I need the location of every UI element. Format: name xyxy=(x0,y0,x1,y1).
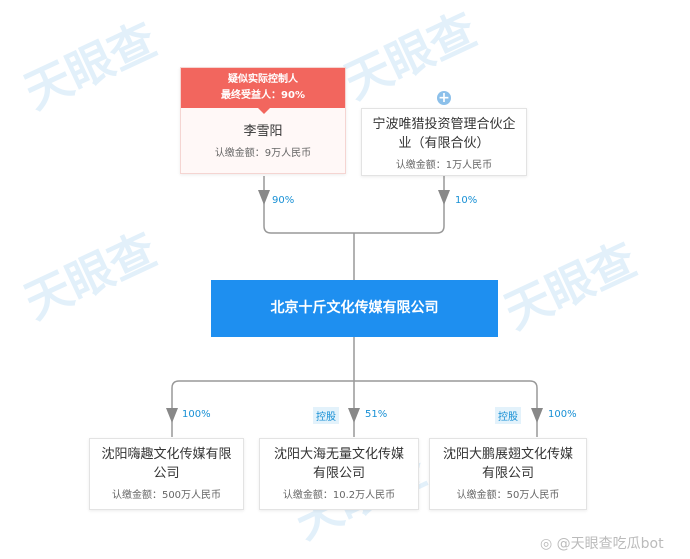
subsidiary-amount: 认缴金额：50万人民币 xyxy=(456,490,560,501)
shareholder-card[interactable]: 疑似实际控制人 最终受益人：90% 李雪阳 认缴金额：9万人民币 xyxy=(180,67,346,174)
shareholder-card[interactable]: 宁波唯猎投资管理合伙企业（有限合伙） 认缴金额：1万人民币 xyxy=(361,108,527,176)
subsidiary-amount: 认缴金额：500万人民币 xyxy=(111,490,222,501)
subsidiary-name[interactable]: 沈阳大鹏展翅文化传媒有限公司 xyxy=(442,447,573,481)
share-percent: 90% xyxy=(272,195,295,206)
shareholder-amount: 认缴金额：9万人民币 xyxy=(214,148,312,159)
subsidiary-amount: 认缴金额：10.2万人民币 xyxy=(282,490,396,501)
subsidiary-card[interactable]: 沈阳大海无量文化传媒有限公司 认缴金额：10.2万人民币 xyxy=(259,438,419,510)
subsidiary-card[interactable]: 沈阳大鹏展翅文化传媒有限公司 认缴金额：50万人民币 xyxy=(429,438,587,510)
share-percent: 51% xyxy=(365,409,388,420)
subsidiary-name[interactable]: 沈阳大海无量文化传媒有限公司 xyxy=(273,447,404,481)
holding-badge: 控股 xyxy=(495,407,521,424)
shareholder-name[interactable]: 宁波唯猎投资管理合伙企业（有限合伙） xyxy=(372,117,516,151)
shareholder-amount: 认缴金额：1万人民币 xyxy=(395,160,493,171)
share-percent: 100% xyxy=(182,409,211,420)
shareholder-name[interactable]: 李雪阳 xyxy=(243,124,283,139)
share-percent: 10% xyxy=(455,195,478,206)
subsidiary-card[interactable]: 沈阳嗨趣文化传媒有限公司 认缴金额：500万人民币 xyxy=(89,438,244,510)
holding-badge: 控股 xyxy=(313,407,339,424)
company-node[interactable]: 北京十斤文化传媒有限公司 xyxy=(211,280,498,337)
expand-plus-icon[interactable]: + xyxy=(437,90,451,106)
weibo-credit: ◎ @天眼查吃瓜bot xyxy=(540,536,664,552)
weibo-icon: ◎ xyxy=(540,536,557,552)
controller-tag: 疑似实际控制人 最终受益人：90% xyxy=(181,68,345,114)
share-percent: 100% xyxy=(548,409,577,420)
subsidiary-name[interactable]: 沈阳嗨趣文化传媒有限公司 xyxy=(101,447,232,481)
